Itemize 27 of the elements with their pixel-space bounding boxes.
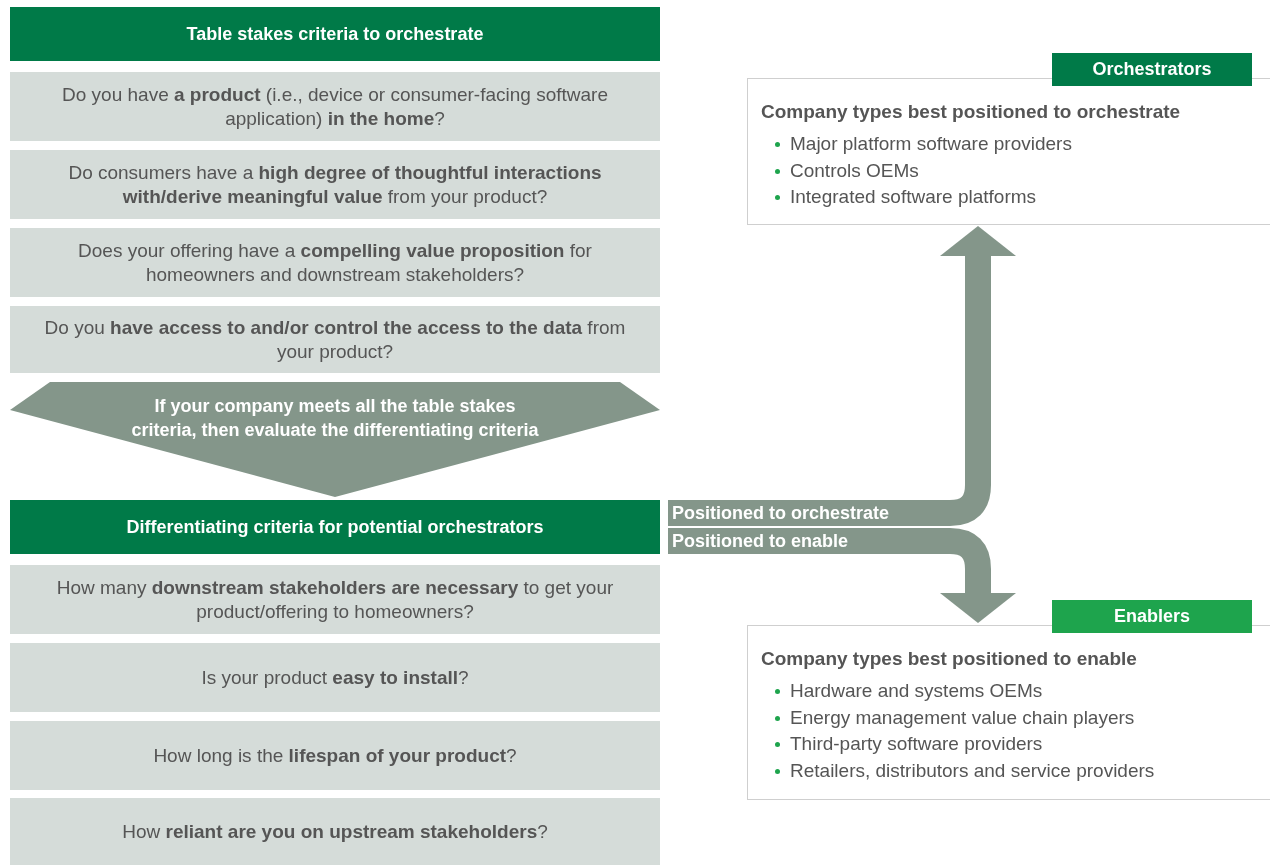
bullet-item: Third-party software providers	[775, 731, 1155, 758]
bullet-item: Controls OEMs	[775, 157, 1072, 184]
band-label: Positioned to enable	[668, 528, 950, 554]
question-box: How many downstream stakeholders are necessary to get your product/offering to homeowners?	[10, 565, 660, 634]
panel-heading: Company types best positioned to orchestrate	[761, 100, 1181, 124]
bullet-item: Major platform software providers	[775, 131, 1072, 158]
bullet-item: Retailers, distributors and service providers	[775, 757, 1155, 784]
question-box: Does your offering have a compelling value proposition for homeowners and downstream stakeholders?	[10, 228, 660, 297]
bullet-item: Hardware and systems OEMs	[775, 678, 1155, 705]
question-box: Do you have access to and/or control the access to the data from your product?	[10, 306, 660, 373]
chevron-text: If your company meets all the table stakes criteria, then evaluate the differentiating criteria	[130, 395, 540, 442]
question-box: How long is the lifespan of your product?	[10, 721, 660, 790]
panel-tab: Orchestrators	[1052, 53, 1252, 86]
question-box: Do consumers have a high degree of thoughtful interactions with/derive meaningful value from your product?	[10, 150, 660, 219]
bullet-item: Integrated software platforms	[775, 184, 1072, 211]
section-header: Table stakes criteria to orchestrate	[10, 7, 660, 61]
panel-heading: Company types best positioned to enable	[761, 647, 1137, 671]
band-label: Positioned to orchestrate	[668, 500, 950, 526]
bullet-item: Energy management value chain players	[775, 704, 1155, 731]
question-box: How reliant are you on upstream stakeholders?	[10, 798, 660, 865]
result-panel	[747, 53, 1270, 225]
question-box: Is your product easy to install?	[10, 643, 660, 712]
question-box: Do you have a product (i.e., device or consumer-facing software application) in the home?	[10, 72, 660, 141]
result-panel	[747, 600, 1270, 800]
section-header: Differentiating criteria for potential orchestrators	[10, 500, 660, 554]
panel-tab: Enablers	[1052, 600, 1252, 633]
chevron-arrow	[10, 382, 660, 497]
